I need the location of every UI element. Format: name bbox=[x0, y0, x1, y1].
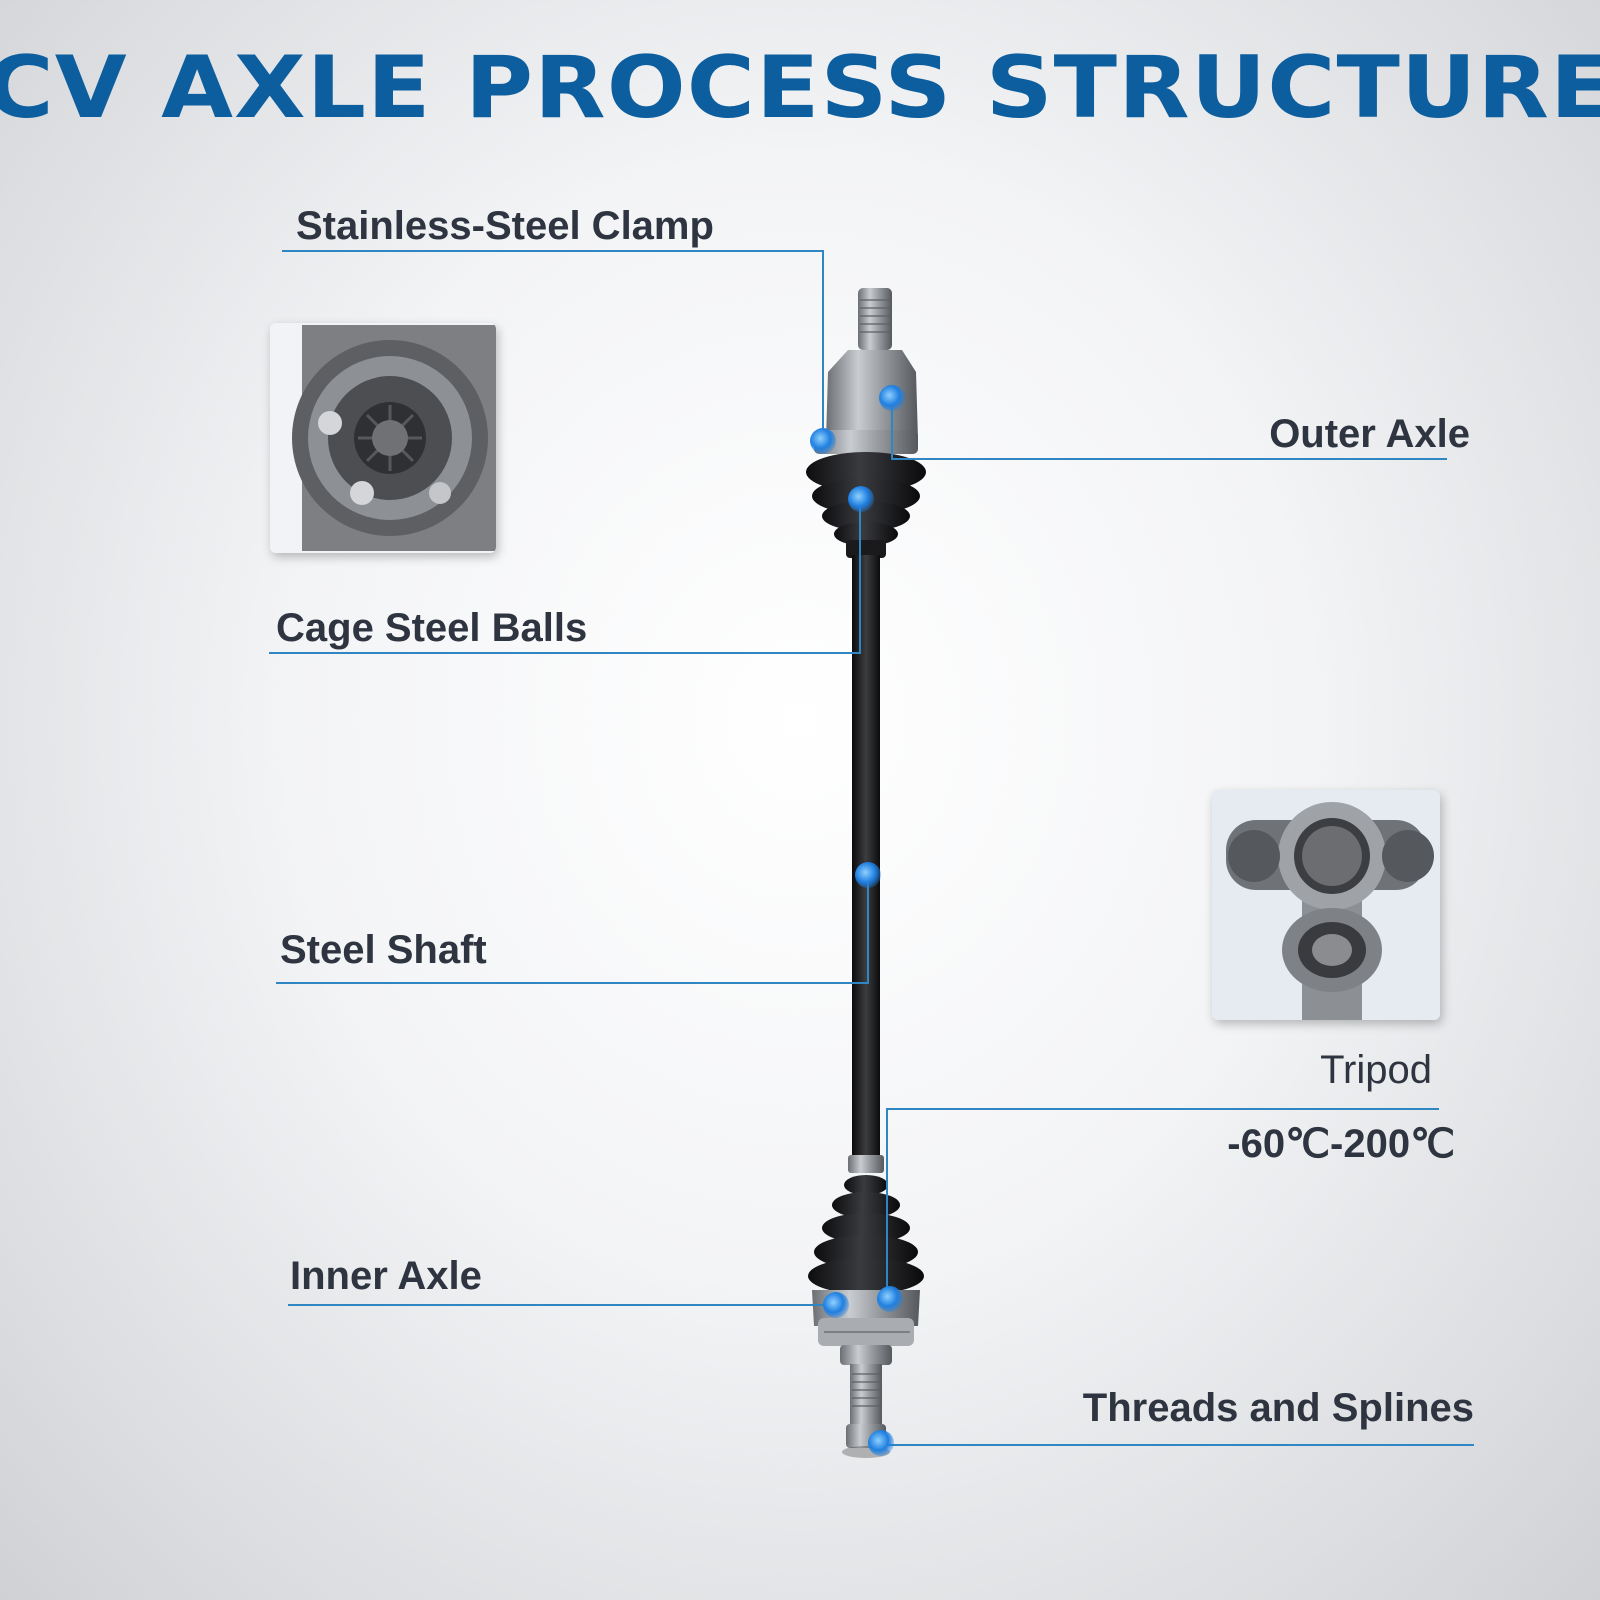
steel-shaft-leader-v bbox=[867, 875, 869, 984]
tripod-marker bbox=[877, 1286, 903, 1312]
page-title: CV AXLE PROCESS STRUCTURE bbox=[0, 38, 1600, 138]
temperature-label: -60℃-200℃ bbox=[1227, 1122, 1455, 1166]
clamp-leader-h bbox=[282, 250, 824, 252]
cage-balls-inset bbox=[270, 323, 496, 553]
outer-axle-leader-h bbox=[891, 458, 1447, 460]
inner-axle-marker bbox=[823, 1292, 849, 1318]
outer-axle-label: Outer Axle bbox=[1269, 412, 1470, 456]
threads-leader-h bbox=[886, 1444, 1474, 1446]
steel-shaft-leader-h bbox=[276, 982, 869, 984]
threads-marker bbox=[868, 1430, 894, 1456]
threads-label: Threads and Splines bbox=[1082, 1386, 1474, 1430]
cage-balls-label: Cage Steel Balls bbox=[276, 606, 588, 650]
cv-joint-photo bbox=[270, 323, 496, 553]
cage-balls-marker bbox=[848, 486, 874, 512]
cage-balls-leader-v bbox=[859, 498, 861, 654]
tripod-inset bbox=[1212, 790, 1440, 1020]
clamp-label: Stainless-Steel Clamp bbox=[296, 204, 714, 248]
clamp-leader-v bbox=[822, 250, 824, 440]
steel-shaft-label: Steel Shaft bbox=[280, 928, 487, 972]
outer-axle-leader-v bbox=[891, 398, 893, 460]
tripod-leader-v bbox=[886, 1108, 888, 1298]
tripod-leader-h bbox=[886, 1108, 1439, 1110]
cage-balls-leader-h bbox=[269, 652, 861, 654]
tripod-photo bbox=[1212, 790, 1440, 1020]
clamp-marker bbox=[810, 428, 836, 454]
outer-axle-marker bbox=[879, 385, 905, 411]
tripod-label: Tripod bbox=[1320, 1048, 1432, 1092]
inner-axle-label: Inner Axle bbox=[290, 1254, 482, 1298]
inner-axle-leader-h bbox=[288, 1304, 836, 1306]
steel-shaft-marker bbox=[855, 862, 881, 888]
